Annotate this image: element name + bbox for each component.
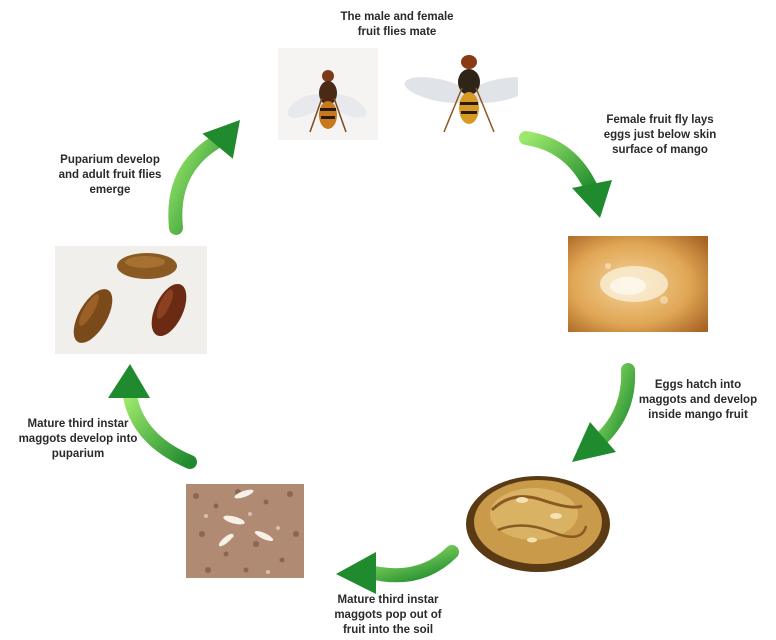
arrow-eggs-to-hatch <box>572 370 628 462</box>
arrow-pupation-to-emergence <box>175 120 251 228</box>
arrow-soil-to-pupation <box>108 364 190 462</box>
arrow-hatch-to-soil <box>336 552 452 594</box>
arrow-mating-to-eggs <box>526 138 612 218</box>
